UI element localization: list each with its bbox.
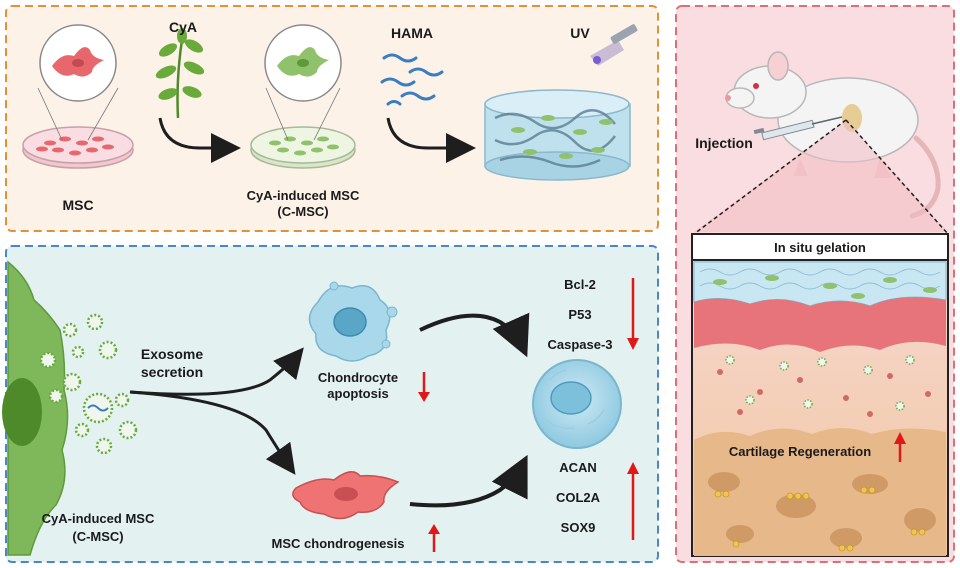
apoptosis-down-arrow bbox=[418, 372, 430, 402]
cmsc-dish bbox=[250, 24, 356, 169]
up-markers-arrow bbox=[627, 462, 639, 540]
bottom-panel: Exosome secretion Chondrocyte apoptosis … bbox=[2, 245, 659, 563]
zoom-line-left bbox=[693, 119, 847, 235]
zoom-line-right bbox=[845, 119, 949, 235]
hama-polymer-icon bbox=[380, 53, 444, 106]
apoptosis-label-line1: Chondrocyte bbox=[318, 370, 398, 385]
msc-dish bbox=[22, 24, 134, 169]
syringe-icon bbox=[753, 116, 843, 141]
bottom-cmsc-label-line1: CyA-induced MSC bbox=[42, 511, 155, 526]
arrow-apoptosis-to-cell bbox=[419, 312, 530, 358]
marker-caspase3: Caspase-3 bbox=[547, 337, 612, 352]
hama-label: HAMA bbox=[391, 25, 433, 41]
apoptotic-chondrocyte-icon bbox=[308, 281, 398, 362]
arrow-hama bbox=[386, 117, 476, 163]
msc-label: MSC bbox=[62, 197, 93, 213]
cmsc-label-line2: (C-MSC) bbox=[277, 204, 328, 219]
top-panel-border bbox=[5, 5, 659, 232]
cya-leaf-icon bbox=[155, 28, 205, 119]
regeneration-label: Cartilage Regeneration bbox=[729, 444, 871, 459]
regeneration-up-arrow bbox=[894, 432, 906, 462]
exosome-icons bbox=[39, 313, 138, 455]
right-panel: Injection bbox=[675, 5, 955, 563]
msc-chondrogenesis-cell-icon bbox=[292, 471, 400, 520]
chondrogenesis-up-arrow bbox=[428, 524, 440, 552]
marker-acan: ACAN bbox=[559, 460, 597, 475]
injection-label: Injection bbox=[695, 135, 753, 151]
marker-p53: P53 bbox=[568, 307, 591, 322]
apoptosis-label-line2: apoptosis bbox=[327, 386, 388, 401]
exosome-label-line2: secretion bbox=[141, 364, 203, 380]
arrow-chondrogenesis-to-cell bbox=[409, 454, 528, 508]
arrow-to-apoptosis bbox=[129, 347, 304, 396]
arrow-cya bbox=[158, 117, 241, 163]
hydrogel-icon bbox=[484, 89, 631, 181]
marker-bcl2: Bcl-2 bbox=[564, 277, 596, 292]
gelation-label: In situ gelation bbox=[774, 240, 866, 255]
arrow-to-chondrogenesis bbox=[129, 390, 296, 475]
chondrogenesis-label: MSC chondrogenesis bbox=[272, 536, 405, 551]
joint-inset bbox=[691, 233, 949, 557]
bottom-cmsc-label-line2: (C-MSC) bbox=[72, 529, 123, 544]
marker-sox9: SOX9 bbox=[561, 520, 596, 535]
zoom-highlight bbox=[694, 120, 948, 232]
cmsc-label-line1: CyA-induced MSC bbox=[247, 188, 360, 203]
cmsc-large-cell bbox=[2, 260, 69, 556]
cya-label: CyA bbox=[169, 19, 197, 35]
top-panel: MSC CyA bbox=[5, 5, 659, 232]
uv-lamp-icon bbox=[590, 24, 638, 66]
healthy-chondrocyte-icon bbox=[532, 359, 622, 449]
down-markers-arrow bbox=[627, 278, 639, 350]
exosome-rna-icon bbox=[87, 404, 109, 412]
exosome-label-line1: Exosome bbox=[141, 346, 203, 362]
uv-label: UV bbox=[570, 25, 590, 41]
marker-col2a: COL2A bbox=[556, 490, 601, 505]
